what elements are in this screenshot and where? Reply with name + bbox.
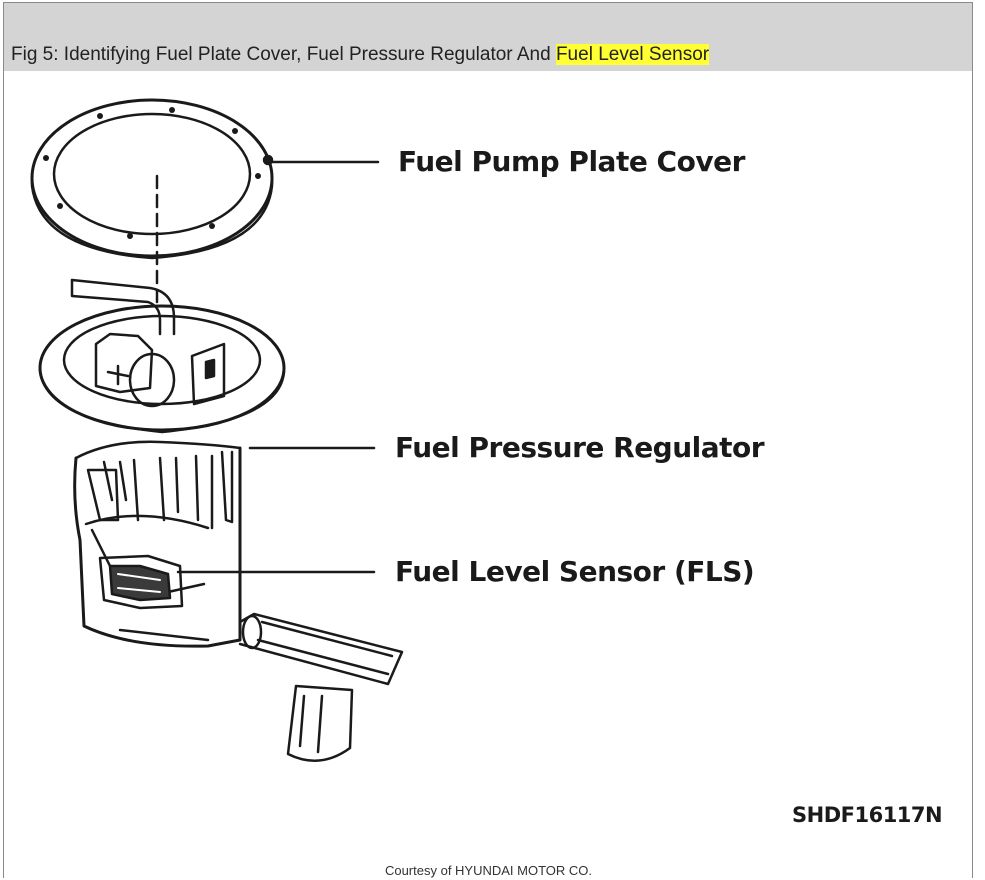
caption-text: Fig 5: Identifying Fuel Plate Cover, Fue…: [11, 44, 556, 65]
pump-body: [73, 440, 242, 648]
fuel-pump-diagram: [30, 98, 404, 762]
label-pressure-regulator: Fuel Pressure Regulator: [395, 431, 765, 464]
caption-highlight: Fuel Level Sensor: [555, 44, 710, 65]
pump-flange: [38, 278, 286, 434]
bottom-foot: [286, 684, 354, 762]
side-tube: [238, 612, 404, 686]
label-plate-cover: Fuel Pump Plate Cover: [398, 145, 745, 178]
figure-code: SHDF16117N: [792, 803, 943, 827]
caption-bar: Fig 5: Identifying Fuel Plate Cover, Fue…: [4, 3, 972, 71]
plate-cover-ring: [30, 98, 274, 260]
figure-caption: Fig 5: Identifying Fuel Plate Cover, Fue…: [11, 44, 710, 66]
figure-frame: Fig 5: Identifying Fuel Plate Cover, Fue…: [3, 2, 973, 878]
credit-line: Courtesy of HYUNDAI MOTOR CO.: [384, 863, 593, 878]
label-level-sensor: Fuel Level Sensor (FLS): [395, 555, 755, 588]
